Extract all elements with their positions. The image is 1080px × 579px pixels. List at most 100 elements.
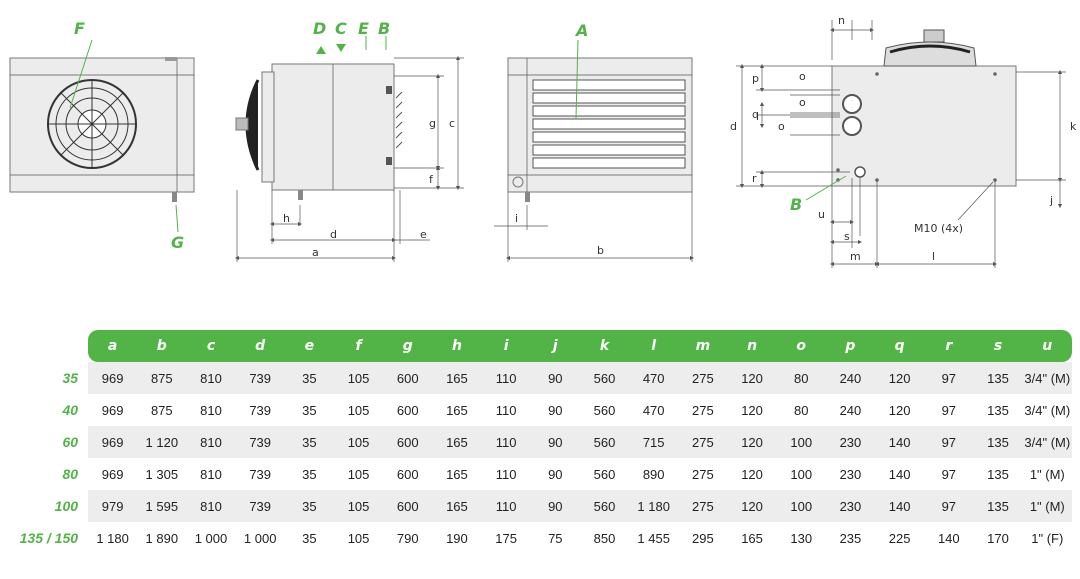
table-cell: 140 [888, 466, 911, 482]
table-cell: 1 595 [137, 490, 187, 522]
label-C: C [335, 19, 347, 38]
table-cell: 35 [302, 530, 317, 546]
table-cell: 105 [347, 530, 370, 546]
table-cell: 80 [776, 362, 826, 394]
model-label: 80 [0, 458, 89, 490]
table-cell: 600 [396, 402, 419, 418]
dim-a: a [312, 246, 319, 259]
table-cell: 105 [347, 402, 370, 418]
col-header: f [333, 330, 384, 362]
col-header: i [481, 330, 531, 362]
table-cell: 1" (M) [1022, 490, 1072, 522]
table-cell: 240 [839, 402, 862, 418]
col-header: b [137, 330, 187, 362]
arrow-up-icon [316, 46, 326, 54]
dimensions-table: a b c d e f g h i j k l m n o p q r s u … [0, 330, 1072, 554]
col-header: p [825, 330, 876, 362]
dim-f: f [429, 173, 434, 186]
col-header: u [1022, 330, 1072, 362]
col-header: l [629, 330, 679, 362]
table-cell: 600 [383, 426, 433, 458]
table-cell: 1" (F) [1031, 530, 1064, 546]
table-cell: 165 [432, 490, 482, 522]
label-G: G [171, 233, 184, 252]
table-cell: 240 [825, 362, 876, 394]
table-cell: 1 120 [137, 426, 187, 458]
table-cell: 560 [579, 490, 630, 522]
table-cell: 170 [987, 530, 1009, 546]
table-cell: 165 [432, 426, 482, 458]
table-cell: 600 [383, 490, 433, 522]
dim-c: c [449, 117, 455, 130]
table-cell: 105 [333, 426, 384, 458]
table-cell: 35 [284, 426, 334, 458]
table-cell: 110 [481, 362, 531, 394]
table-cell: 110 [495, 402, 517, 418]
view-front-fan: F G [9, 19, 195, 252]
table-cell: 190 [446, 530, 468, 546]
table-cell: 969 [88, 426, 138, 458]
table-cell: 275 [692, 466, 714, 482]
table-cell: 810 [186, 490, 236, 522]
table-cell: 97 [924, 490, 974, 522]
table-cell: 979 [88, 490, 138, 522]
table-cell: 165 [432, 362, 482, 394]
table-cell: 105 [333, 490, 384, 522]
table-cell: 75 [548, 530, 563, 546]
fan-icon [47, 79, 137, 169]
table-cell: 560 [579, 362, 630, 394]
table-cell: 1" (M) [1029, 466, 1065, 482]
table-cell: 1 305 [145, 466, 179, 482]
table-cell: 97 [924, 362, 974, 394]
table-cell: 100 [776, 490, 826, 522]
table-cell: 890 [642, 466, 665, 482]
table-cell: 969 [101, 402, 124, 418]
table-cell: 80 [794, 402, 809, 418]
dim-d: d [330, 228, 337, 241]
table-cell: 100 [776, 426, 826, 458]
table-cell: 810 [200, 466, 222, 482]
table-cell: 600 [396, 466, 419, 482]
dim-s: s [844, 230, 850, 243]
table-cell: 739 [249, 466, 272, 482]
table-cell: 969 [101, 466, 124, 482]
table-cell: 97 [941, 466, 957, 482]
model-label: 40 [0, 394, 89, 426]
dim-e: e [420, 228, 427, 241]
table-cell: 739 [235, 362, 285, 394]
table-cell: 97 [924, 426, 974, 458]
table-cell: 120 [727, 426, 777, 458]
table-cell: 110 [495, 466, 517, 482]
label-E: E [358, 19, 369, 38]
col-header: h [432, 330, 482, 362]
table-cell: 165 [446, 402, 468, 418]
col-header: s [973, 330, 1023, 362]
table-cell: 810 [200, 402, 222, 418]
dim-m: m [850, 250, 861, 263]
table-cell: 275 [678, 362, 728, 394]
dim-i: i [515, 212, 518, 225]
table-cell: 810 [186, 362, 236, 394]
view-side: D C E B a d h e c g f [234, 19, 464, 262]
table-cell: 275 [692, 402, 714, 418]
technical-drawings: F G D C [9, 14, 1077, 268]
table-cell: 1 180 [96, 530, 129, 546]
table-cell: 120 [741, 466, 763, 482]
table-cell: 1 455 [637, 530, 670, 546]
table-cell: 175 [495, 530, 517, 546]
dim-o: o [799, 70, 806, 83]
table-cell: 90 [548, 466, 563, 482]
table-cell: 120 [727, 362, 777, 394]
table-cell: 235 [839, 530, 862, 546]
table-cell: 97 [941, 402, 957, 418]
table-cell: 120 [727, 490, 777, 522]
table-cell: 560 [579, 426, 630, 458]
table-cell: 130 [790, 530, 813, 546]
label-B-side: B [790, 195, 802, 214]
col-header: a [88, 330, 138, 362]
col-header: c [186, 330, 236, 362]
col-header: e [284, 330, 334, 362]
